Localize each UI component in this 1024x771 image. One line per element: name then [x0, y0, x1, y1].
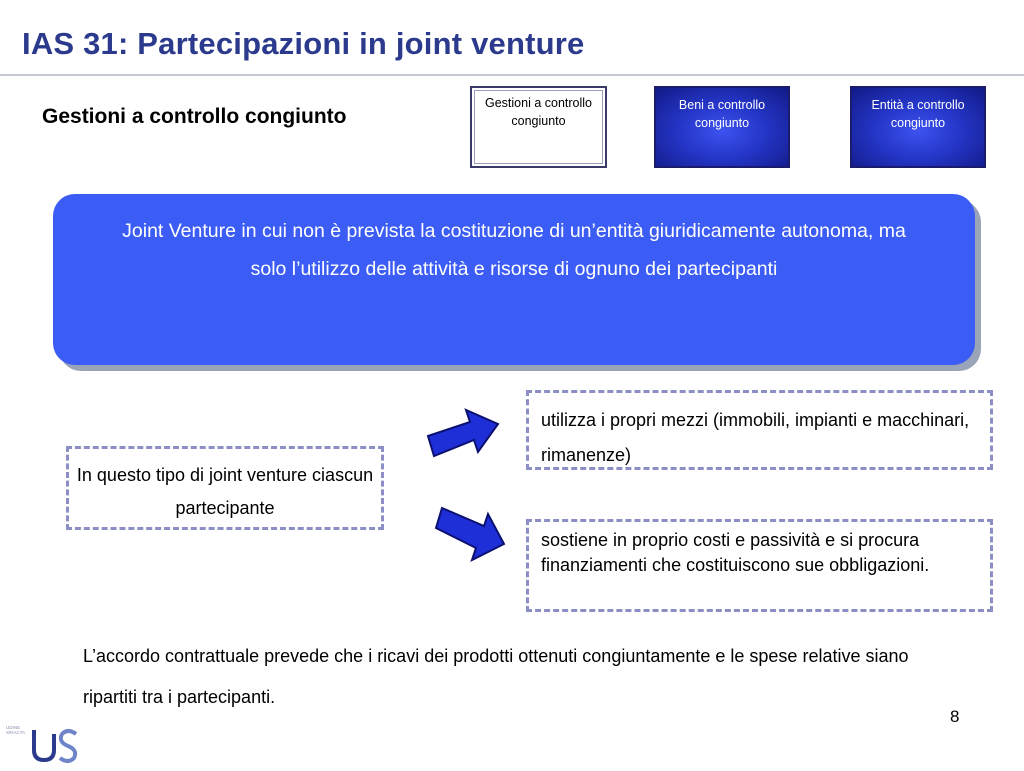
arrow-up-right-icon	[426, 408, 500, 458]
consequence-box-2: sostiene in proprio costi e passività e …	[526, 519, 993, 612]
definition-callout: Joint Venture in cui non è prevista la c…	[53, 194, 975, 365]
tab-entita-controllo-congiunto[interactable]: Entità a controllo congiunto	[850, 86, 986, 168]
tab-label: Beni a controllo congiunto	[678, 98, 766, 130]
consequence-text-2: sostiene in proprio costi e passività e …	[541, 530, 930, 575]
title-divider	[0, 74, 1024, 76]
page-number: 8	[950, 707, 960, 726]
participant-text: In questo tipo di joint venture ciascun …	[76, 465, 374, 518]
slide-title: IAS 31: Partecipazioni in joint venture	[22, 26, 585, 61]
tab-label: Gestioni a controllo congiunto	[484, 96, 592, 128]
participant-box: In questo tipo di joint venture ciascun …	[66, 446, 384, 530]
tab-beni-controllo-congiunto[interactable]: Beni a controllo congiunto	[654, 86, 790, 168]
consequence-text-1: utilizza i propri mezzi (immobili, impia…	[541, 410, 970, 465]
slide-subtitle: Gestioni a controllo congiunto	[42, 105, 347, 128]
logo-tagline: UDINE	[6, 725, 20, 730]
svg-text:SIRACTA: SIRACTA	[6, 730, 25, 735]
university-logo: UDINE SIRACTA	[4, 722, 84, 771]
consequence-box-1: utilizza i propri mezzi (immobili, impia…	[526, 390, 993, 470]
arrow-down-right-icon	[434, 506, 506, 562]
definition-text: Joint Venture in cui non è prevista la c…	[122, 220, 906, 280]
tab-gestioni-controllo-congiunto[interactable]: Gestioni a controllo congiunto	[470, 86, 607, 168]
contract-note: L’accordo contrattuale prevede che i ric…	[83, 646, 909, 707]
tab-label: Entità a controllo congiunto	[871, 98, 965, 130]
